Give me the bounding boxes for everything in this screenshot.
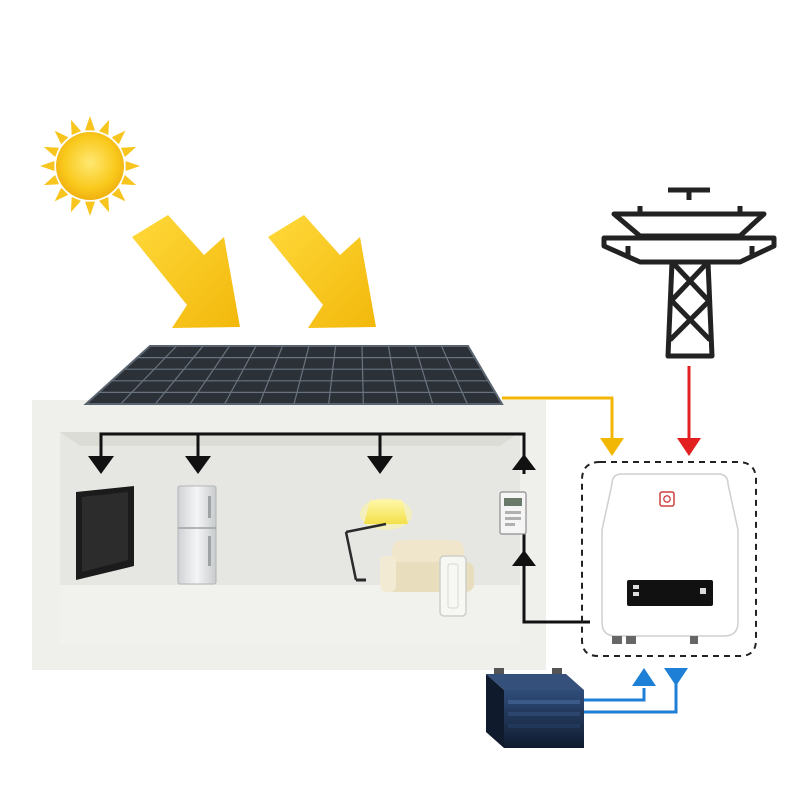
solar-wiring <box>502 396 624 456</box>
load-arrow-icon <box>88 454 536 566</box>
sun-ray <box>40 161 55 171</box>
sun-ray <box>99 119 110 135</box>
sunlight-arrow-icon <box>132 215 240 328</box>
television-icon <box>76 486 134 580</box>
panel-grid-line <box>258 345 284 405</box>
panel-grid-line <box>189 345 230 405</box>
sun-ray <box>111 187 126 202</box>
sunlight-arrow-icon <box>268 215 376 328</box>
sun-ray <box>111 130 126 145</box>
battery-wiring <box>582 676 678 714</box>
sun-ray <box>121 175 137 186</box>
panel-grid-line <box>414 345 434 405</box>
battery-arrow-icon <box>632 668 688 686</box>
energy-meter-icon <box>499 491 527 535</box>
sun-ray <box>121 146 137 157</box>
sun-ray <box>99 197 110 213</box>
panel-grid-line <box>440 345 468 405</box>
sun-ray <box>54 187 69 202</box>
panel-grid-line <box>154 345 204 405</box>
power-tower-icon <box>601 187 777 359</box>
panel-grid-line <box>328 345 337 405</box>
panel-grid-line <box>224 345 257 405</box>
sun-ray <box>43 175 59 186</box>
refrigerator-icon <box>177 485 217 585</box>
panel-grid-line <box>120 345 177 405</box>
sofa-icon <box>380 540 474 617</box>
inverter-icon <box>581 461 757 657</box>
sun-ray <box>54 130 69 145</box>
panel-grid-line <box>387 345 399 405</box>
sun-ray <box>85 201 95 216</box>
grid-wiring <box>677 366 701 456</box>
sun-ray <box>70 119 81 135</box>
sun-icon <box>40 116 140 216</box>
battery-icon <box>486 668 584 748</box>
sun-ray <box>85 116 95 131</box>
floor-lamp-icon <box>344 498 412 582</box>
panel-grid-line <box>361 345 364 405</box>
sun-ray <box>43 146 59 157</box>
sun-ray <box>125 161 140 171</box>
panel-grid-line <box>293 345 310 405</box>
solar-panel-icon <box>83 345 504 405</box>
sun-ray <box>70 197 81 213</box>
